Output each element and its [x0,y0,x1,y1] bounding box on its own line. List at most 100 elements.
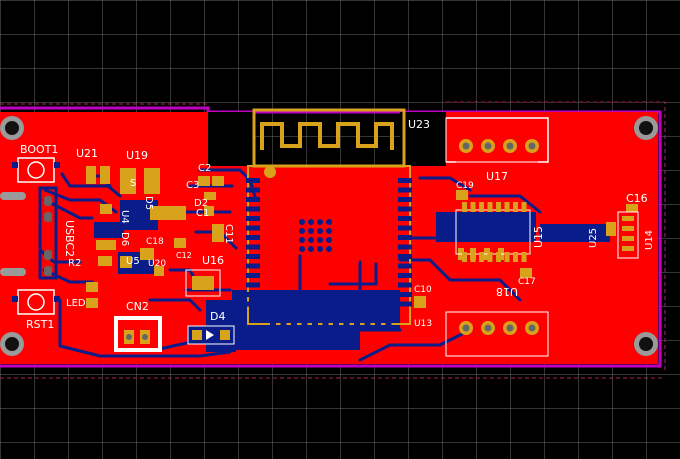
u17-connector[interactable] [445,117,549,163]
mounting-hole[interactable] [0,332,24,356]
label-u17: U17 [486,170,508,183]
smd-pad [212,176,224,186]
thermal-via [308,219,314,225]
mounting-hole[interactable] [634,116,658,140]
u18-connector[interactable] [445,311,549,357]
rst1-button[interactable] [12,289,60,315]
smd-pad [520,268,532,278]
smd-pad [198,176,210,186]
label-c16: C16 [626,192,648,205]
u15-pin [470,252,476,262]
u15-pin [462,252,467,262]
smd-pad [144,168,160,194]
thermal-via [308,246,314,252]
label-d5: D5 [143,196,154,210]
u23-pad [246,187,260,193]
usbc2-connector[interactable] [0,186,58,280]
thermal-via [326,219,332,225]
label-c3: C3 [186,180,199,191]
smd-pad [100,166,110,184]
u23-pad [398,178,412,183]
u15-pin [521,252,527,262]
u23-pad [398,187,412,193]
u23-pad [246,254,260,259]
d4-diode[interactable] [187,325,235,345]
thermal-via [317,228,323,234]
u23-pad [398,244,412,250]
label-r2: R2 [68,258,81,269]
label-u15: U15 [532,226,545,248]
mounting-hole[interactable] [634,332,658,356]
u15-pin [496,252,501,262]
u23-pad [246,225,260,231]
thermal-via [299,228,305,234]
u23-pad [398,216,412,221]
u23-pad [246,301,260,307]
smd-pad [456,190,468,200]
u15-chip[interactable] [455,202,531,262]
u23-pad [280,314,287,328]
u14-chip[interactable] [617,211,639,259]
label-d4: D4 [210,310,225,323]
u15-pin [513,252,518,262]
label-d2: D2 [194,198,208,209]
label-u14: U14 [644,230,655,250]
u23-pad [398,301,412,307]
u23-pad [398,235,412,240]
u23-pad [246,206,260,212]
smd-pad [86,298,98,308]
smd-pad [150,206,186,220]
label-u19: U19 [126,149,148,162]
smd-pad [86,282,98,292]
label-u20: U20 [148,259,166,269]
thermal-via [317,246,323,252]
thermal-via [299,237,305,243]
smd-pad [140,248,154,260]
smd-pad [174,238,186,248]
thermal-via [326,237,332,243]
thermal-via [317,237,323,243]
label-u5: U5 [126,256,140,267]
smd-pad [606,222,616,236]
antenna-trace [260,122,394,150]
label-c11: C11 [223,224,234,244]
label-u18: U18 [496,285,518,298]
boot1-button[interactable] [12,157,60,183]
u23-pad [246,244,260,250]
u23-pad [246,273,260,278]
u15-pin [479,202,484,212]
u15-pin [513,202,518,212]
u16-regulator[interactable] [185,269,221,297]
u23-pad [291,314,297,328]
u23-pin1-marker [264,166,276,178]
u15-pin [521,202,527,212]
smd-pad [120,168,136,194]
u23-pad [364,314,371,328]
smd-pad [154,266,164,276]
label-rst1: RST1 [26,318,54,331]
thermal-via [308,228,314,234]
u23-pad [354,314,360,328]
u23-pad [398,273,412,278]
label-c18: C18 [146,237,164,247]
u23-pad [398,282,412,288]
u23-pad [246,235,260,240]
label-u23: U23 [408,118,430,131]
u23-pad [398,206,412,212]
thermal-via [299,246,305,252]
cn2-connector[interactable] [114,316,162,352]
u15-pin [470,202,476,212]
u23-pad [398,197,412,202]
mounting-hole[interactable] [0,116,24,140]
label-u21: U21 [76,147,98,160]
smd-pad [204,206,214,216]
label-u25: U25 [588,228,599,248]
u23-pad [398,292,412,297]
smd-pad [204,192,216,200]
u23-pad [246,263,260,269]
smd-pad [96,240,116,250]
u15-pin [479,252,484,262]
smd-pad [626,204,638,212]
u23-pad [322,314,329,328]
